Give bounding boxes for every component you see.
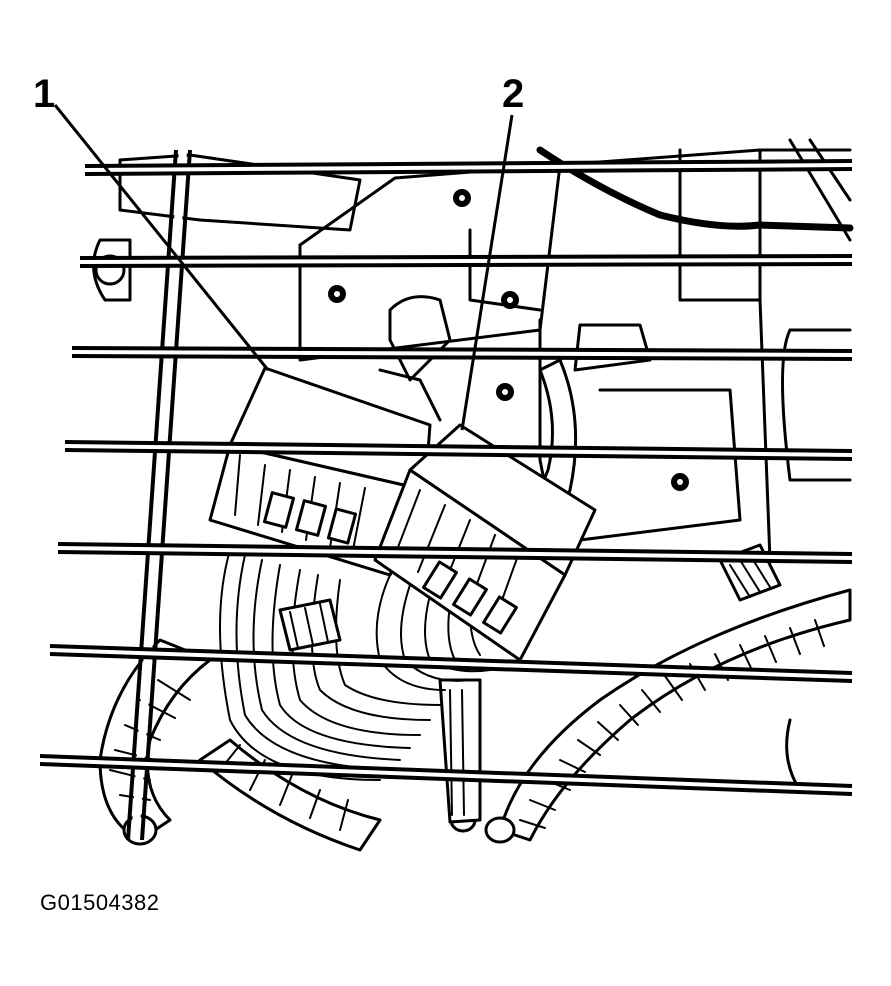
leader-line-2 xyxy=(460,114,514,431)
figure-id: G01504382 xyxy=(40,890,160,915)
leader-line-1 xyxy=(53,104,270,371)
upper-cable xyxy=(536,146,854,232)
horizontal-lines xyxy=(39,159,853,796)
callout-1: 1 xyxy=(33,72,55,116)
connector-1 xyxy=(208,366,432,577)
callout-2: 2 xyxy=(502,72,524,116)
connector-2 xyxy=(373,423,597,662)
instrument-panel-frame xyxy=(92,138,852,792)
